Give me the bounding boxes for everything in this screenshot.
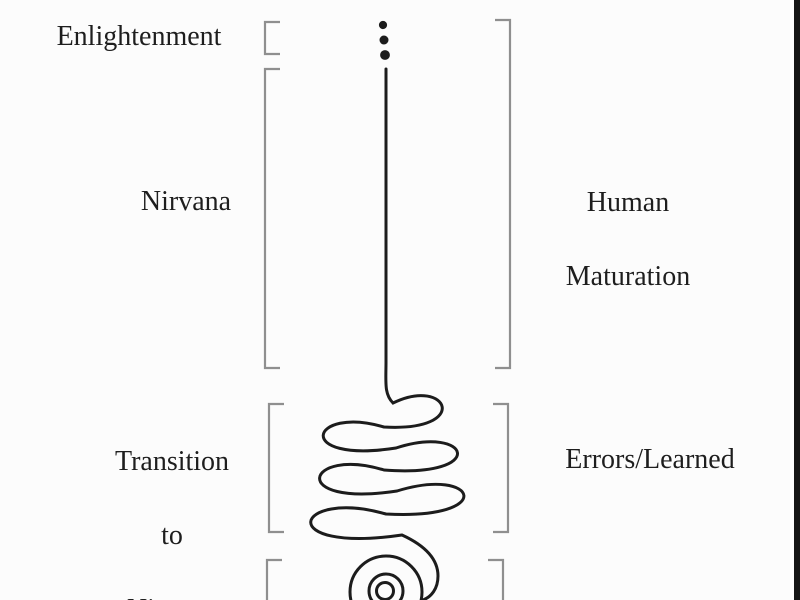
label-human-maturation: Human Maturation [566, 147, 690, 332]
label-human-maturation-line2: Maturation [565, 261, 691, 292]
unalome-spiral-icon [348, 554, 424, 600]
bracket-left-bottom [265, 558, 282, 600]
bracket-left-transition [267, 402, 284, 534]
bracket-left-nirvana [263, 67, 280, 370]
label-nirvana: Nirvana [140, 186, 232, 217]
label-human-maturation-line1: Human [586, 187, 670, 218]
label-enlightenment: Enlightenment [56, 21, 222, 52]
label-errors-learned: Errors/Learned [565, 444, 735, 475]
label-transition-line3: Nirvana [115, 591, 229, 600]
label-transition-line2: to [161, 520, 183, 551]
bracket-right-maturation [495, 18, 512, 370]
label-transition-to-nirvana: Transition to Nirvana [115, 406, 229, 600]
right-edge-bar [794, 0, 800, 600]
bracket-left-enlightenment [263, 20, 280, 56]
bracket-right-errors [493, 402, 510, 534]
bracket-right-bottom [488, 558, 505, 600]
unalome-dots-icon [378, 20, 390, 60]
unalome-stem-and-loops [309, 67, 466, 600]
label-transition-line1: Transition [114, 446, 230, 477]
